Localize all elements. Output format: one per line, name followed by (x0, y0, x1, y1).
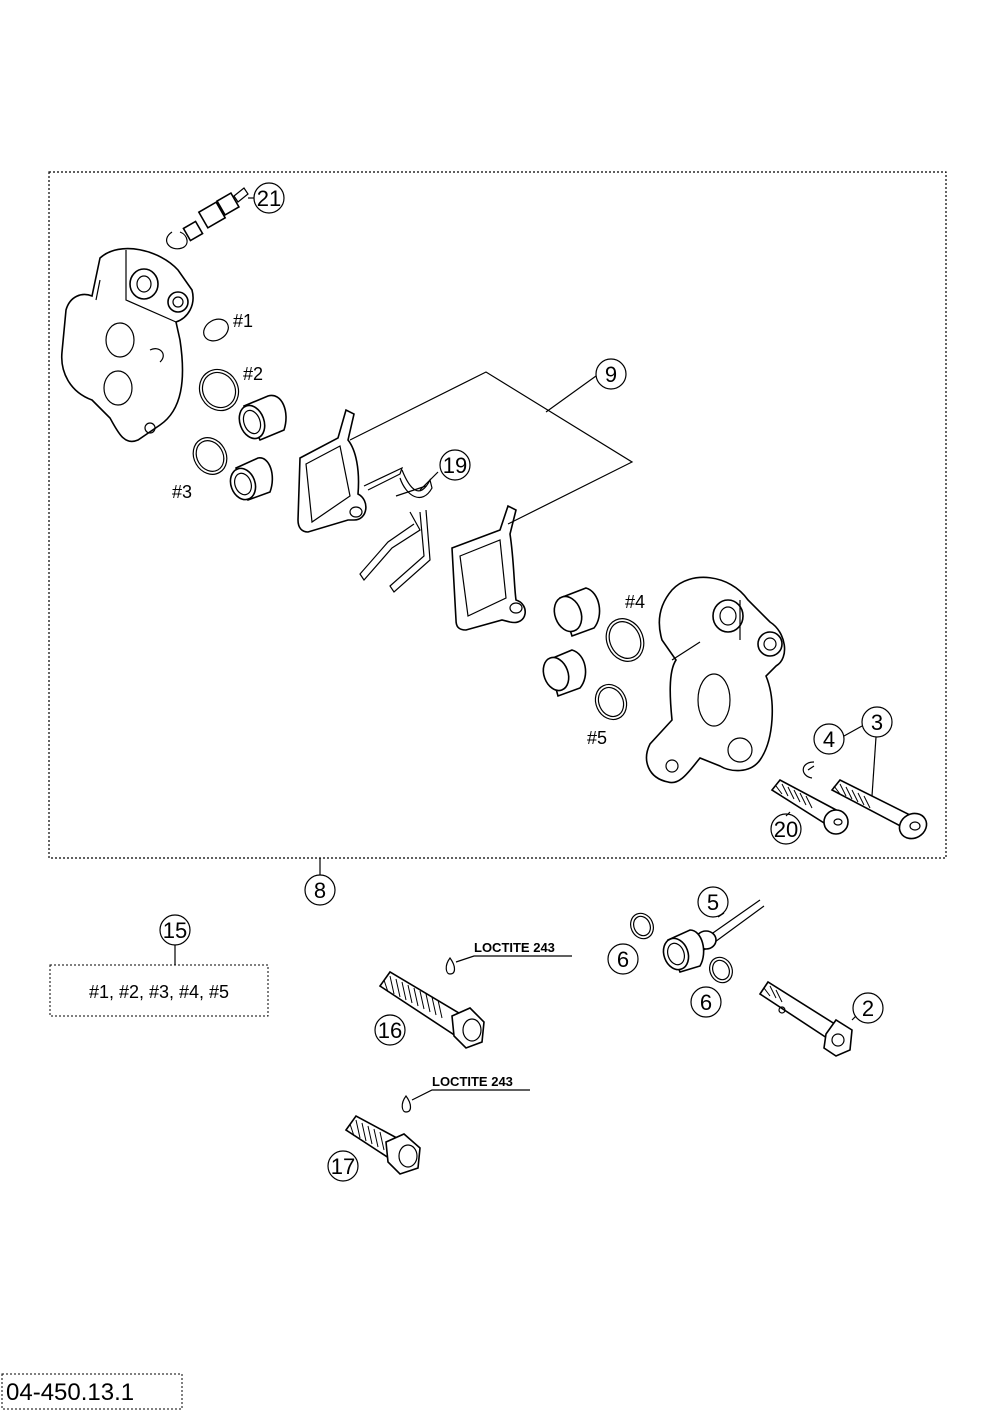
mounting-screw-16 (378, 970, 485, 1049)
svg-text:20: 20 (774, 817, 798, 842)
seal-5 (594, 683, 628, 721)
washer-lower (709, 956, 733, 984)
seal-1 (203, 318, 229, 342)
svg-text:6: 6 (700, 990, 712, 1015)
callout-19: 19 (439, 449, 471, 481)
piston-lower-left (229, 457, 274, 502)
piston-lower-right (542, 649, 587, 698)
svg-text:8: 8 (314, 878, 326, 903)
callout-2: 2 (852, 992, 884, 1024)
caliper-assembly-box (48, 171, 947, 859)
brake-pad-right (451, 504, 526, 631)
piston-upper-left (238, 394, 287, 442)
piston-upper-right (553, 587, 601, 638)
svg-text:4: 4 (823, 727, 835, 752)
drawing-code: 04-450.13.1 (6, 1379, 134, 1406)
seal-kit-text: #1, #2, #3, #4, #5 (89, 982, 229, 1002)
svg-text:9: 9 (605, 362, 617, 387)
loctite-drop-lower (401, 1094, 412, 1113)
seal-tag-5: #5 (587, 728, 607, 748)
callout-21: 21 (253, 182, 285, 214)
svg-text:19: 19 (443, 453, 467, 478)
drawing-code-box (1, 1373, 183, 1410)
callout-6-lower: 6 (690, 986, 722, 1018)
long-bolt (830, 778, 928, 840)
washer-upper (630, 912, 654, 940)
pad-spring (359, 466, 433, 593)
svg-text:5: 5 (707, 890, 719, 915)
mounting-screw-17 (344, 1114, 421, 1175)
svg-text:15: 15 (163, 918, 187, 943)
banjo-bolt (758, 980, 853, 1057)
callout-6-upper: 6 (607, 943, 639, 975)
callout-3: 3 (861, 706, 893, 738)
callout-5: 5 (697, 886, 729, 918)
callout-15: 15 (159, 914, 191, 946)
seal-tag-3: #3 (172, 482, 192, 502)
guide-pin (770, 778, 849, 835)
seal-tag-2: #2 (243, 364, 263, 384)
svg-text:6: 6 (617, 947, 629, 972)
seal-tag-4: #4 (625, 592, 645, 612)
loctite-drop-upper (445, 956, 456, 975)
caliper-half-right (645, 576, 786, 784)
brake-line (662, 899, 765, 973)
svg-text:21: 21 (257, 186, 281, 211)
svg-text:17: 17 (331, 1154, 355, 1179)
svg-text:16: 16 (378, 1018, 402, 1043)
loctite-label-upper: LOCTITE 243 (474, 940, 555, 955)
callout-4: 4 (813, 723, 845, 755)
seal-kit-box (49, 964, 269, 1017)
seal-3 (192, 437, 228, 475)
callout-20: 20 (770, 813, 802, 845)
callout-16: 16 (374, 1014, 406, 1046)
circlip (802, 761, 815, 779)
seal-2 (198, 368, 240, 412)
caliper-half-left (60, 247, 194, 443)
svg-text:3: 3 (871, 710, 883, 735)
callout-8: 8 (304, 874, 336, 906)
callout-9: 9 (595, 358, 627, 390)
svg-text:2: 2 (862, 996, 874, 1021)
brake-pad-left (297, 408, 367, 533)
callout-17: 17 (327, 1150, 359, 1182)
seal-4 (605, 618, 645, 662)
loctite-label-lower: LOCTITE 243 (432, 1074, 513, 1089)
seal-tag-1: #1 (233, 311, 253, 331)
bleeder-valve (166, 187, 249, 250)
